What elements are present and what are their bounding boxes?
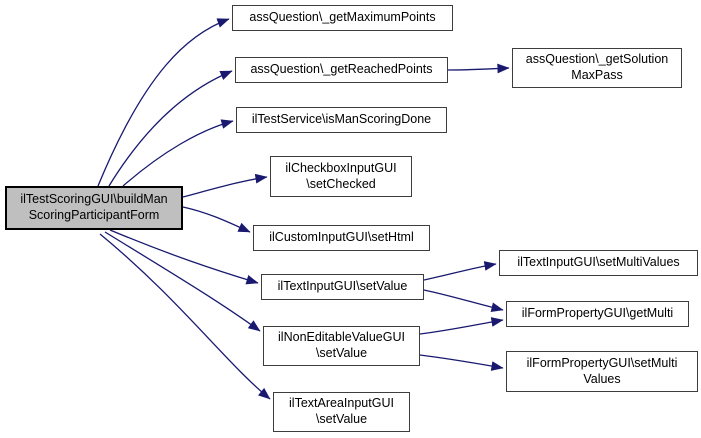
- edge-root-sethtml: [182, 206, 251, 233]
- graph-node-setchecked[interactable]: ilCheckboxInputGUI \setChecked: [270, 156, 412, 197]
- edge-root-textareasetvalue: [99, 233, 271, 400]
- graph-node-label: ilCheckboxInputGUI \setChecked: [285, 160, 397, 191]
- graph-node-textsetvalue[interactable]: ilTextInputGUI\setValue: [261, 274, 424, 300]
- edge-root-textsetvalue: [109, 229, 259, 285]
- graph-node-label: ilNonEditableValueGUI \setValue: [278, 330, 405, 360]
- graph-node-label: ilTestScoringGUI\buildMan ScoringPartici…: [20, 192, 168, 222]
- graph-node-label: assQuestion\_getMaximumPoints: [249, 10, 436, 25]
- graph-node-noneditablesetvalue[interactable]: ilNonEditableValueGUI \setValue: [263, 326, 420, 366]
- edge-root-setchecked: [182, 173, 268, 198]
- edge-noneditablesetvalue-getmulti: [419, 317, 504, 335]
- edge-textsetvalue-setmultivalues: [423, 261, 497, 281]
- graph-node-textareasetvalue[interactable]: ilTextAreaInputGUI \setValue: [273, 392, 410, 432]
- graph-node-root[interactable]: ilTestScoringGUI\buildMan ScoringPartici…: [5, 186, 183, 230]
- edge-textsetvalue-getmulti: [423, 289, 504, 313]
- graph-node-formsetmultivalues[interactable]: ilFormPropertyGUI\setMulti Values: [506, 351, 698, 392]
- edge-getreachedpoints-getsolutionmaxpass: [447, 63, 510, 74]
- graph-node-label: ilTextAreaInputGUI \setValue: [289, 396, 394, 426]
- graph-node-getmulti[interactable]: ilFormPropertyGUI\getMulti: [506, 301, 689, 327]
- graph-node-getsolutionmaxpass[interactable]: assQuestion\_getSolution MaxPass: [512, 48, 682, 88]
- edge-noneditablesetvalue-formsetmultivalues: [419, 354, 504, 371]
- graph-node-label: ilCustomInputGUI\setHtml: [269, 230, 414, 245]
- graph-node-ismanscoringdone[interactable]: ilTestService\isManScoringDone: [236, 107, 447, 133]
- graph-node-label: ilTextInputGUI\setMultiValues: [517, 255, 680, 270]
- graph-node-label: ilTextInputGUI\setValue: [277, 279, 408, 294]
- graph-node-label: assQuestion\_getSolution MaxPass: [525, 52, 669, 82]
- graph-node-label: ilTestService\isManScoringDone: [251, 112, 432, 127]
- edge-root-ismanscoringdone: [122, 119, 234, 187]
- graph-node-setmultivalues[interactable]: ilTextInputGUI\setMultiValues: [499, 250, 698, 276]
- graph-node-label: assQuestion\_getReachedPoints: [250, 62, 433, 77]
- graph-node-getmaximumpoints[interactable]: assQuestion\_getMaximumPoints: [232, 5, 453, 31]
- graph-node-sethtml[interactable]: ilCustomInputGUI\setHtml: [253, 225, 430, 251]
- edge-root-noneditablesetvalue: [104, 231, 261, 332]
- graph-node-label: ilFormPropertyGUI\getMulti: [521, 306, 674, 321]
- edge-root-getmaximumpoints: [97, 18, 230, 187]
- graph-node-getreachedpoints[interactable]: assQuestion\_getReachedPoints: [235, 57, 448, 83]
- edge-root-getreachedpoints: [108, 70, 233, 187]
- graph-node-label: ilFormPropertyGUI\setMulti Values: [526, 355, 678, 386]
